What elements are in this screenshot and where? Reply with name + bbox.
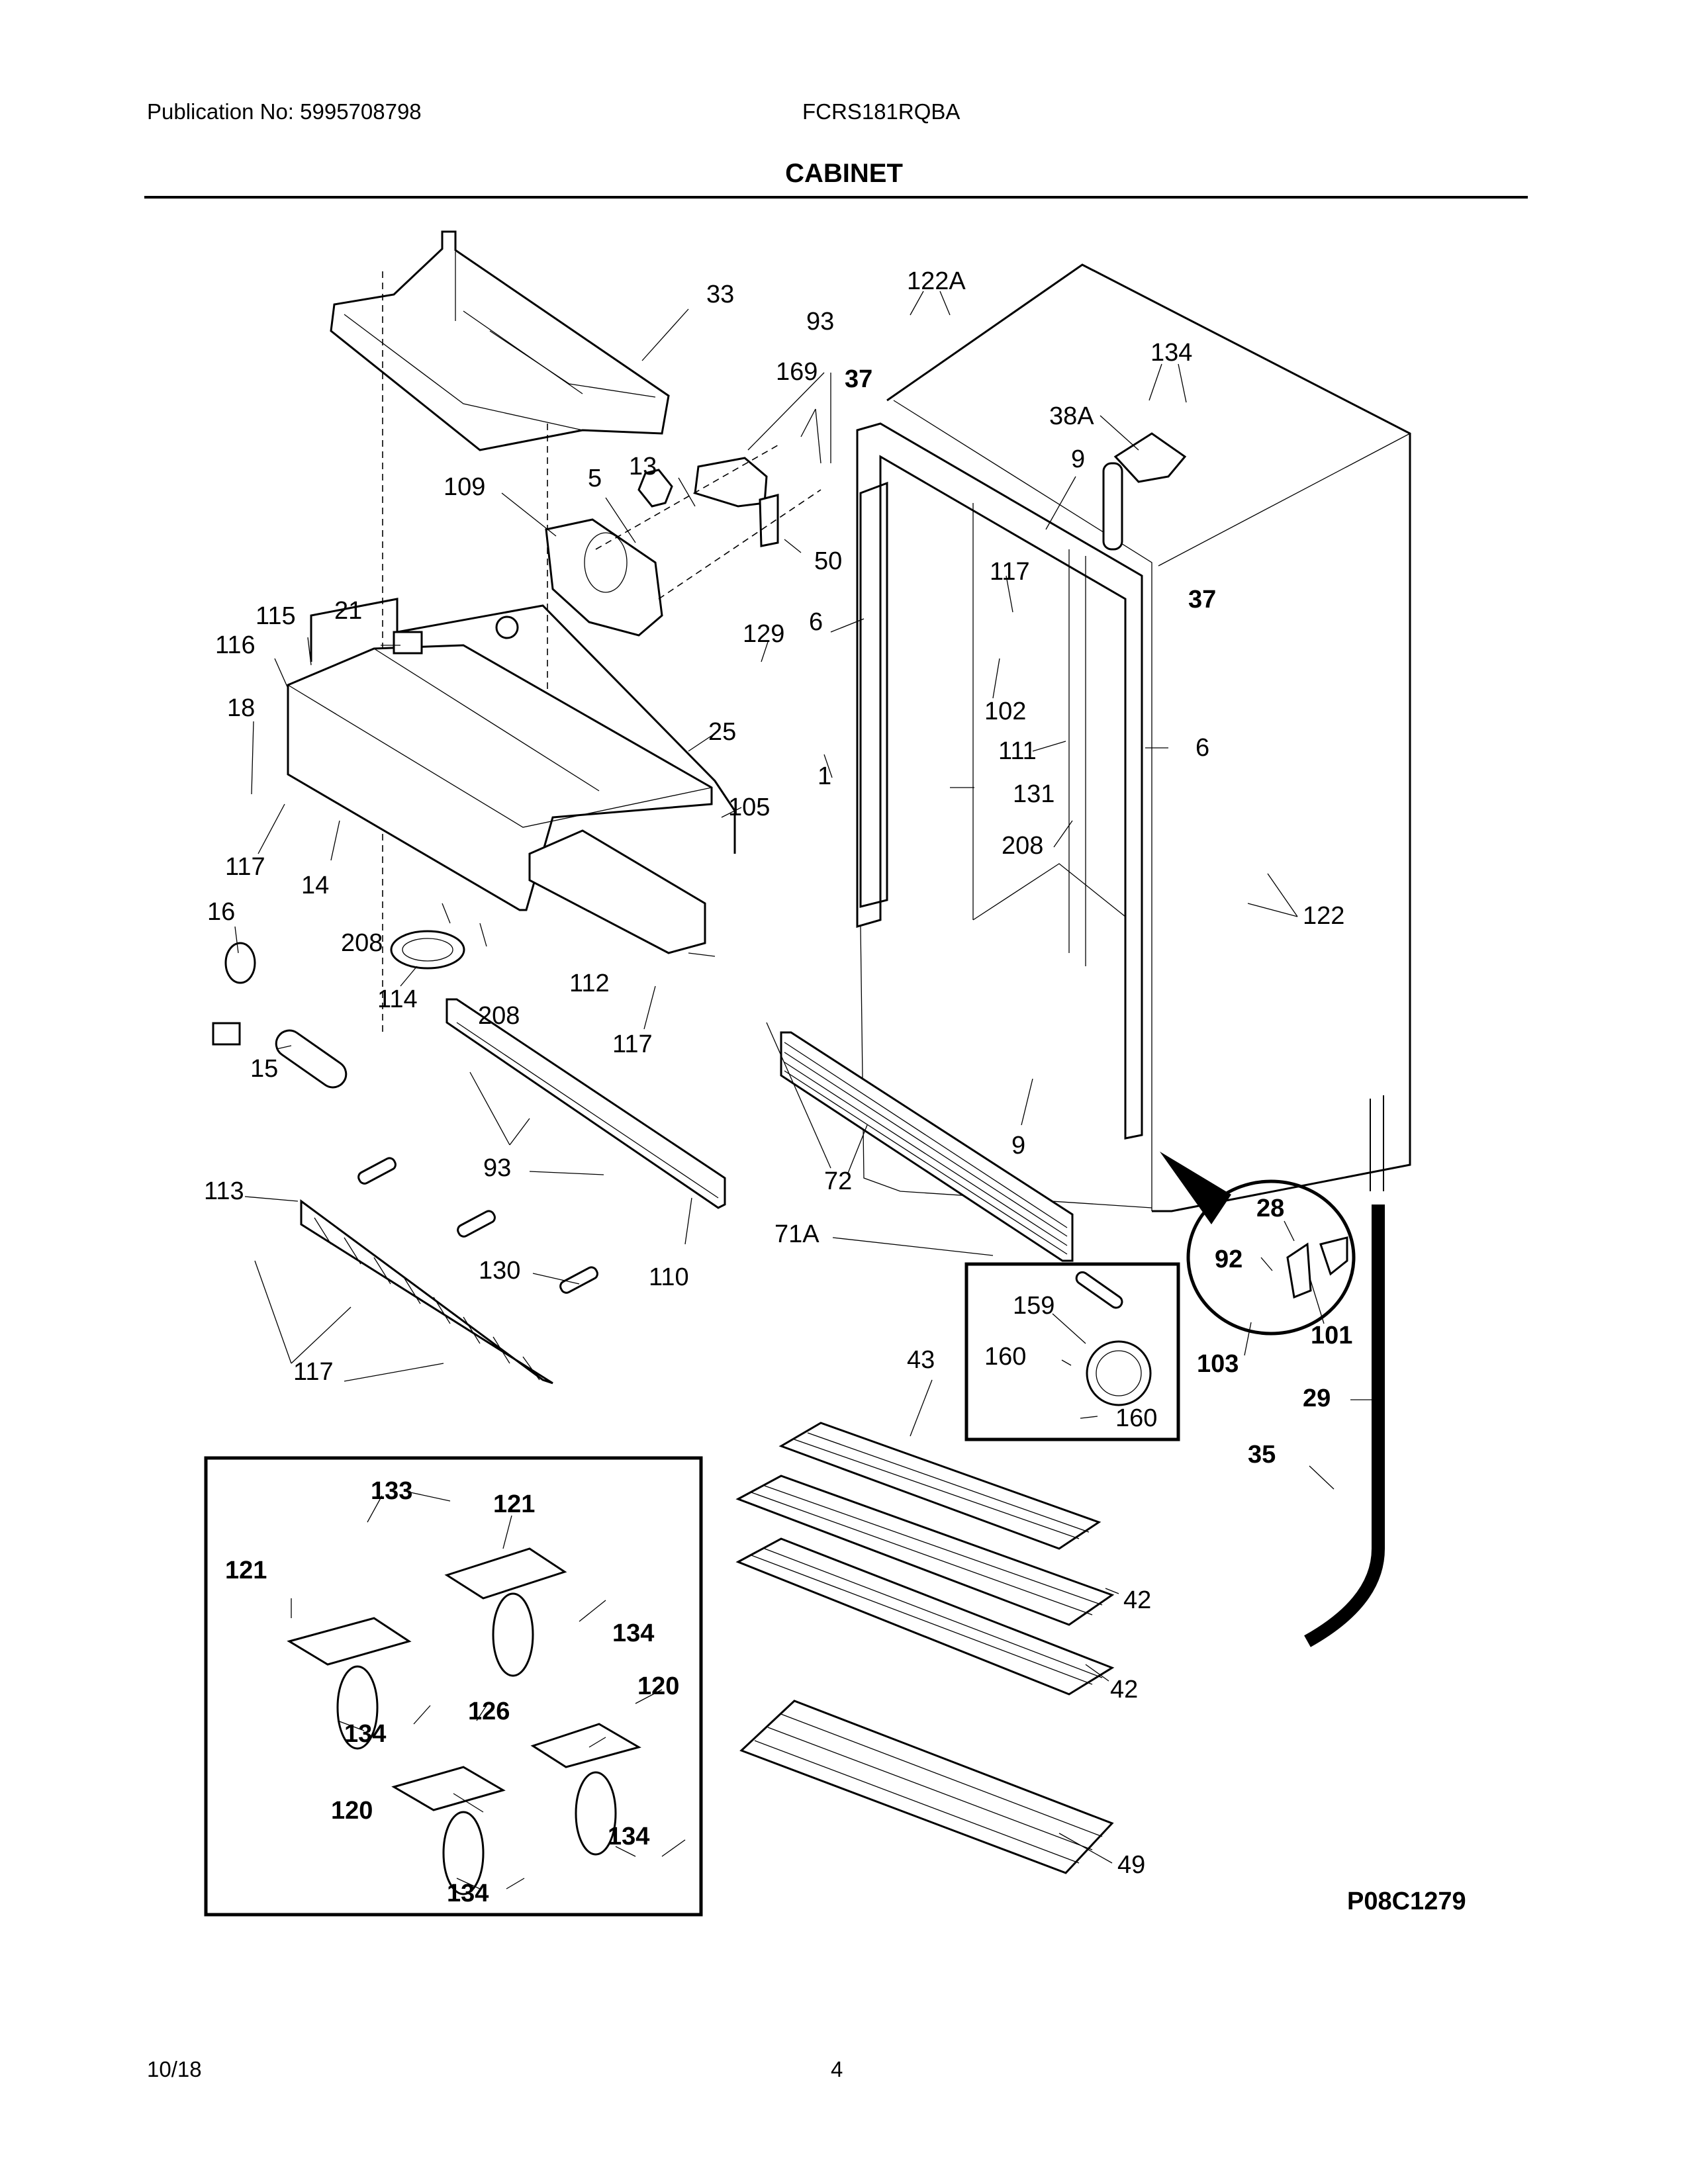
callout-117: 117 — [612, 1030, 653, 1058]
callout-120: 120 — [331, 1797, 373, 1825]
cabinet-body — [856, 263, 1411, 1212]
model-number: FCRS181RQBA — [802, 99, 961, 124]
wire-shelves — [735, 1422, 1115, 1874]
callout-134: 134 — [612, 1619, 654, 1647]
callout-42: 42 — [1110, 1676, 1138, 1704]
defrost-thermostat — [495, 615, 519, 639]
footer-date: 10/18 — [147, 2057, 202, 2081]
callout-37: 37 — [845, 365, 872, 393]
callout-14: 14 — [301, 872, 329, 899]
toe-grille — [300, 1199, 553, 1385]
callout-160: 160 — [984, 1343, 1026, 1371]
callout-49: 49 — [1117, 1851, 1145, 1879]
callout-92: 92 — [1215, 1246, 1243, 1273]
callout-25: 25 — [708, 718, 736, 746]
light-bulb — [275, 1029, 348, 1089]
callout-120: 120 — [637, 1672, 679, 1700]
light-socket — [212, 1022, 241, 1046]
callout-131: 131 — [1013, 780, 1055, 808]
callout-121: 121 — [225, 1557, 267, 1584]
callout-169: 169 — [776, 358, 818, 386]
callout-121: 121 — [493, 1490, 535, 1518]
callout-134: 134 — [608, 1823, 649, 1850]
callout-102: 102 — [984, 698, 1026, 725]
door-gasket — [1304, 1205, 1385, 1647]
callout-129: 129 — [743, 620, 784, 648]
temperature-control-inset — [964, 1262, 1180, 1441]
callout-37: 37 — [1188, 586, 1216, 614]
callout-43: 43 — [907, 1346, 935, 1374]
callout-18: 18 — [227, 694, 255, 722]
callout-35: 35 — [1248, 1441, 1276, 1469]
grommet — [224, 942, 256, 984]
callout-208: 208 — [1002, 832, 1043, 860]
callout-21: 21 — [334, 597, 362, 625]
callout-28: 28 — [1256, 1195, 1284, 1222]
hinge-pin — [1102, 462, 1123, 551]
callout-29: 29 — [1303, 1385, 1331, 1412]
callout-15: 15 — [250, 1055, 278, 1083]
callout-71A: 71A — [774, 1220, 820, 1248]
fan-assembly — [545, 443, 821, 637]
callout-16: 16 — [207, 898, 235, 926]
callout-112: 112 — [569, 970, 610, 997]
callout-93: 93 — [483, 1154, 511, 1182]
callout-208: 208 — [341, 929, 383, 957]
callout-113: 113 — [204, 1177, 244, 1205]
callout-9: 9 — [1011, 1132, 1025, 1160]
callout-38A: 38A — [1049, 402, 1094, 430]
callout-93: 93 — [806, 308, 834, 336]
title-divider — [144, 196, 1528, 199]
callout-33: 33 — [706, 281, 734, 308]
callout-6: 6 — [1196, 734, 1209, 762]
callout-42: 42 — [1123, 1586, 1151, 1614]
callout-6: 6 — [809, 608, 823, 636]
detail-pointer — [1160, 1152, 1231, 1224]
callout-115: 115 — [256, 602, 296, 630]
callout-72: 72 — [824, 1167, 852, 1195]
evaporator-cover — [330, 230, 670, 451]
callout-114: 114 — [377, 985, 418, 1013]
callout-1: 1 — [818, 762, 831, 790]
callout-50: 50 — [814, 547, 842, 575]
hinge-detail-circle — [1186, 1179, 1356, 1336]
callout-160: 160 — [1115, 1404, 1157, 1432]
page-title: CABINET — [785, 159, 903, 188]
callout-13: 13 — [629, 453, 657, 480]
callout-208: 208 — [478, 1002, 520, 1030]
fan-grille — [390, 930, 465, 970]
callout-101: 101 — [1311, 1322, 1352, 1349]
callout-134: 134 — [447, 1880, 489, 1907]
callout-103: 103 — [1197, 1350, 1239, 1378]
callout-9: 9 — [1071, 445, 1085, 473]
callout-117: 117 — [293, 1358, 334, 1386]
casters — [287, 1547, 641, 1895]
diagram-code: P08C1279 — [1347, 1888, 1466, 1915]
kick-plate — [780, 1031, 1074, 1262]
callout-122A: 122A — [907, 267, 966, 295]
callout-105: 105 — [728, 794, 770, 821]
callout-5: 5 — [588, 465, 602, 492]
callout-130: 130 — [479, 1257, 520, 1285]
callout-110: 110 — [649, 1263, 689, 1291]
callout-122: 122 — [1303, 902, 1344, 930]
callout-134: 134 — [1150, 339, 1192, 367]
callout-159: 159 — [1013, 1292, 1055, 1320]
callout-134: 134 — [344, 1720, 386, 1748]
callout-133: 133 — [371, 1477, 412, 1505]
callout-117: 117 — [990, 558, 1030, 586]
callout-117: 117 — [225, 853, 265, 881]
top-hinge — [1113, 432, 1187, 483]
evaporator-housing — [287, 598, 736, 954]
callout-109: 109 — [444, 473, 485, 501]
callout-111: 111 — [998, 737, 1037, 765]
caster-inset — [204, 1456, 703, 1917]
leader-lines — [234, 291, 1374, 1889]
callout-116: 116 — [215, 631, 256, 659]
publication-number: Publication No: 5995708798 — [147, 99, 422, 124]
page-number: 4 — [831, 2057, 843, 2081]
callout-126: 126 — [468, 1698, 510, 1725]
